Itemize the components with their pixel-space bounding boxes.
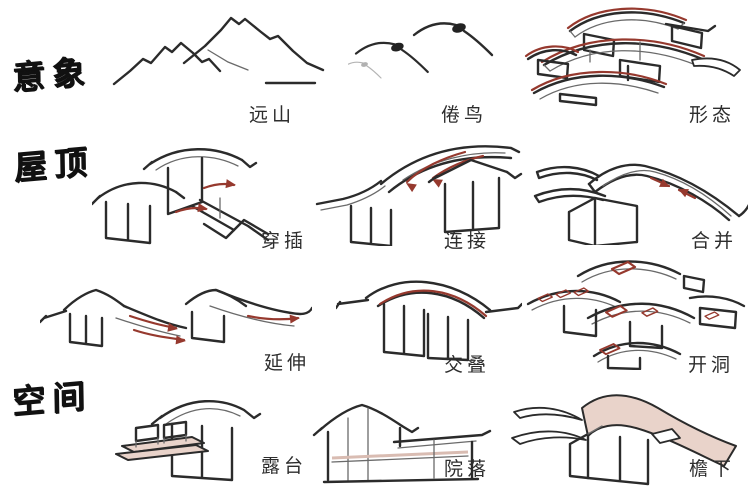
label-merging: 合并 [690,230,738,252]
label-distant-mountains: 远山 [248,104,296,126]
label-under-eaves: 檐下 [688,458,736,480]
terrace-icon [115,400,262,482]
section-label-imagery: 意象 [11,51,93,98]
label-interpenetration: 穿插 [260,230,308,252]
merging-icon [533,163,748,245]
distant-mountains-icon [112,16,325,86]
label-courtyard: 院落 [443,458,491,480]
label-connection: 连接 [443,230,491,252]
courtyard-icon [312,403,492,484]
under-eaves-icon [511,394,737,486]
roof-openings-icon [526,260,746,370]
returning-birds-icon [348,20,494,79]
label-roof-form: 形态 [688,104,736,126]
section-label-space: 空间 [11,375,93,422]
label-overlapping: 交叠 [443,354,491,376]
interpenetration-icon [92,148,270,245]
section-label-roof: 屋顶 [13,141,95,188]
label-extension: 延伸 [263,352,311,374]
connection-icon [315,145,523,246]
label-returning-birds: 倦鸟 [440,104,488,126]
overlapping-icon [336,280,522,362]
label-roof-openings: 开洞 [687,354,735,376]
label-terrace: 露台 [260,455,308,477]
roof-form-icon [524,7,741,107]
extension-icon [40,288,312,348]
